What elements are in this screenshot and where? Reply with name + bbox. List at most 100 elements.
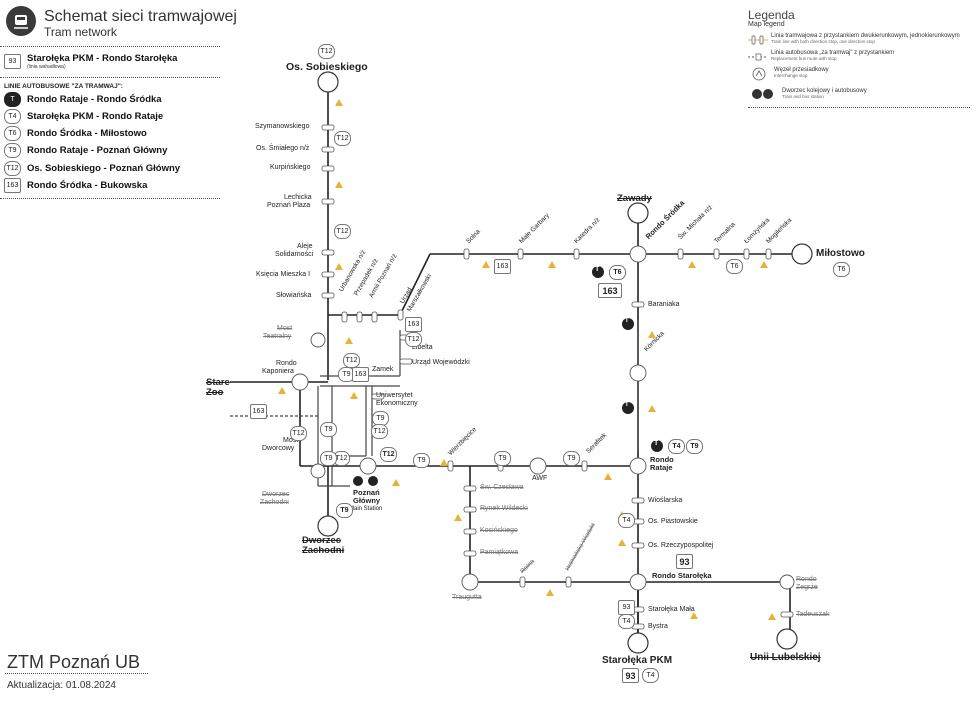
stop-label: Libelta	[412, 344, 433, 351]
bus-t-label: T	[625, 318, 629, 324]
legend-subtext: Interchange stop	[774, 73, 808, 78]
line-badge: T4	[618, 614, 635, 629]
interchange-icon	[752, 67, 766, 81]
warning-icons	[278, 99, 776, 620]
line-badge: T12	[318, 44, 335, 59]
route-badge: 163	[4, 177, 21, 193]
tram-line-icon	[748, 35, 768, 45]
stop-label: Rondo Starołęka	[652, 571, 712, 580]
line-badge: T12	[405, 332, 422, 347]
terminal-unii	[776, 628, 798, 650]
stop-label: Poznań	[353, 488, 380, 497]
legend-subtext: Replacement bus route with stop	[771, 56, 837, 61]
train-bus-station-icon	[752, 89, 773, 99]
line-badge: 93	[622, 668, 639, 683]
legend-item-interchange: Węzeł przesiadkowy Interchange stop	[752, 67, 829, 81]
route-note: (linia wahadłowa)	[27, 63, 66, 70]
stop-label: Księcia Mieszka I	[256, 271, 311, 278]
route-name: Rondo Śródka - Miłostowo	[27, 127, 147, 139]
line-badge: 163	[352, 367, 369, 382]
stop-label: Uniwersytet	[376, 392, 413, 399]
terminal-zachodni	[317, 515, 339, 537]
page-title: Schemat sieci tramwajowej	[44, 8, 237, 25]
stop-label: Ekonomiczny	[376, 400, 418, 407]
line-badge: T12	[290, 426, 307, 441]
terminal-starolekapkm	[627, 632, 649, 654]
line-badge: T9	[413, 453, 430, 468]
stop-label: Poznań Plaza	[267, 202, 311, 209]
route-name: Os. Sobieskiego - Poznań Główny	[27, 162, 181, 174]
legend-item-bus: Linia autobusowa „za tramwaj" z przystan…	[748, 50, 894, 64]
interchange-kornicka	[629, 364, 647, 382]
stop-label: Os. Piastowskie	[648, 518, 698, 525]
stop-label: Most	[277, 325, 293, 332]
terminal-label-starolekapkm: Starołęka PKM	[602, 655, 673, 666]
route-item-t9[interactable]: T9 Rondo Rataje - Poznań Główny	[0, 142, 167, 158]
stop-label: Rataje	[650, 463, 673, 472]
legend-item-station: Dworzec kolejowy i autobusowy Train and …	[752, 88, 867, 100]
stop-label: Baraniaka	[648, 301, 680, 308]
stop-label: Rondo Zegrze	[796, 576, 818, 591]
stop-label: Os. Rzeczypospolitej	[648, 542, 714, 549]
line-badge: T6	[726, 259, 743, 274]
interchange-srodka	[629, 245, 647, 263]
interchange-teatralny	[310, 332, 326, 348]
stop-label: Starołęka Mała	[648, 606, 695, 613]
stop-label: Teatralny	[263, 333, 292, 340]
route-item-93[interactable]: 93 Starołęka PKM - Rondo Starołęka (lini…	[0, 52, 178, 70]
line-badge: 163	[250, 404, 267, 419]
route-badge: T	[4, 91, 21, 107]
divider	[5, 673, 148, 674]
line-badge: T9	[563, 451, 580, 466]
route-name: Rondo Rataje - Rondo Śródka	[27, 93, 162, 105]
route-item-163[interactable]: 163 Rondo Śródka - Bukowska	[0, 177, 147, 193]
stop-label: Dworzec	[262, 491, 290, 498]
line-badge: T9	[336, 503, 353, 518]
route-badge: 93	[4, 53, 21, 69]
line-badge: T9	[320, 422, 337, 437]
divider	[748, 107, 970, 108]
line-badge: 163	[405, 317, 422, 332]
legend-subtext: Train and bus station	[782, 94, 824, 99]
route-name: Starołęka PKM - Rondo Starołęka	[27, 52, 178, 64]
legend-title: Legenda	[748, 8, 795, 22]
legend-text: Dworzec kolejowy i autobusowy	[782, 88, 867, 94]
line-badge: 163	[598, 283, 622, 298]
tram-lines	[230, 90, 800, 640]
route-item-t12[interactable]: T12 Os. Sobieskiego - Poznań Główny	[0, 160, 181, 176]
stop-label: Tadeuszak	[796, 611, 830, 618]
terminal-label-zawady: Zawady	[617, 193, 652, 204]
stop-label: Aleje	[297, 243, 313, 250]
line-badge: 93	[618, 600, 635, 615]
legend-subtext: Tram line with both direction stop, one …	[771, 39, 875, 44]
line-badge: T9	[494, 451, 511, 466]
stop-label: AWF	[532, 475, 548, 482]
legend-text: Linia autobusowa „za tramwaj" z przystan…	[771, 50, 895, 56]
stop-label: Bystra	[648, 623, 668, 630]
route-badge: T4	[4, 108, 21, 124]
legend-text: Węzeł przesiadkowy	[774, 67, 829, 73]
route-item-t[interactable]: T Rondo Rataje - Rondo Śródka	[0, 91, 162, 107]
interchange-awf	[529, 457, 547, 475]
stop-label: Kaponiera	[262, 368, 294, 375]
terminal-label-milostowo: Miłostowo	[816, 248, 865, 259]
legend-item-tram: Linia tramwajowa z przystankiem dwukieru…	[748, 33, 960, 47]
line-badge: T9	[686, 439, 703, 454]
stop-label: Główny	[353, 496, 381, 505]
stop-label: Rondo	[650, 455, 674, 464]
stop-label: Wioślarska	[648, 497, 683, 504]
line-badge: T12	[380, 447, 397, 462]
terminal-label-zachodni: Dworzec Zachodni	[302, 535, 345, 556]
route-item-t6[interactable]: T6 Rondo Śródka - Miłostowo	[0, 125, 147, 141]
stop-label: Św. Czesława	[480, 484, 524, 491]
bus-t-label: T	[595, 266, 600, 273]
route-item-t4[interactable]: T4 Starołęka PKM - Rondo Rataje	[0, 108, 163, 124]
stop-label: Rynek Wildecki	[480, 505, 528, 512]
stop-label: Zachodni	[260, 499, 289, 506]
bus-t-label: T	[625, 402, 629, 408]
stop-label: Słowiańska	[276, 292, 312, 299]
stop-label: Zamek	[372, 366, 394, 373]
footer-title: ZTM Poznań UB	[7, 652, 141, 672]
stop-label: Dworcowy	[262, 445, 295, 452]
